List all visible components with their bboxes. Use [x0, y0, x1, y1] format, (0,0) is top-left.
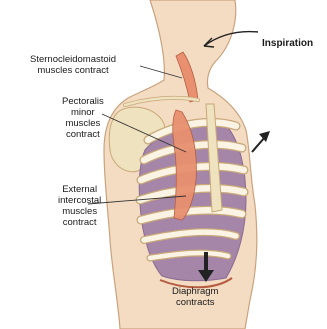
label-line: External [58, 184, 101, 195]
label-line: contracts [172, 297, 218, 308]
label-line: muscles [58, 206, 101, 217]
label-line: contract [58, 217, 101, 228]
label-line: intercostal [58, 195, 101, 206]
label-external-intercostal: External intercostal muscles contract [58, 184, 101, 228]
label-line: Diaphragm [172, 286, 218, 297]
label-diaphragm: Diaphragm contracts [172, 286, 218, 308]
chest-expansion-arrow [252, 131, 270, 152]
label-line: minor [62, 107, 104, 118]
heading-inspiration: Inspiration [262, 38, 313, 49]
label-line: Sternocleidomastoid [30, 54, 116, 65]
label-line: contract [62, 129, 104, 140]
label-line: Pectoralis [62, 96, 104, 107]
label-line: muscles contract [30, 65, 116, 76]
label-sternocleidomastoid: Sternocleidomastoid muscles contract [30, 54, 116, 76]
label-line: muscles [62, 118, 104, 129]
label-pectoralis: Pectoralis minor muscles contract [62, 96, 104, 140]
